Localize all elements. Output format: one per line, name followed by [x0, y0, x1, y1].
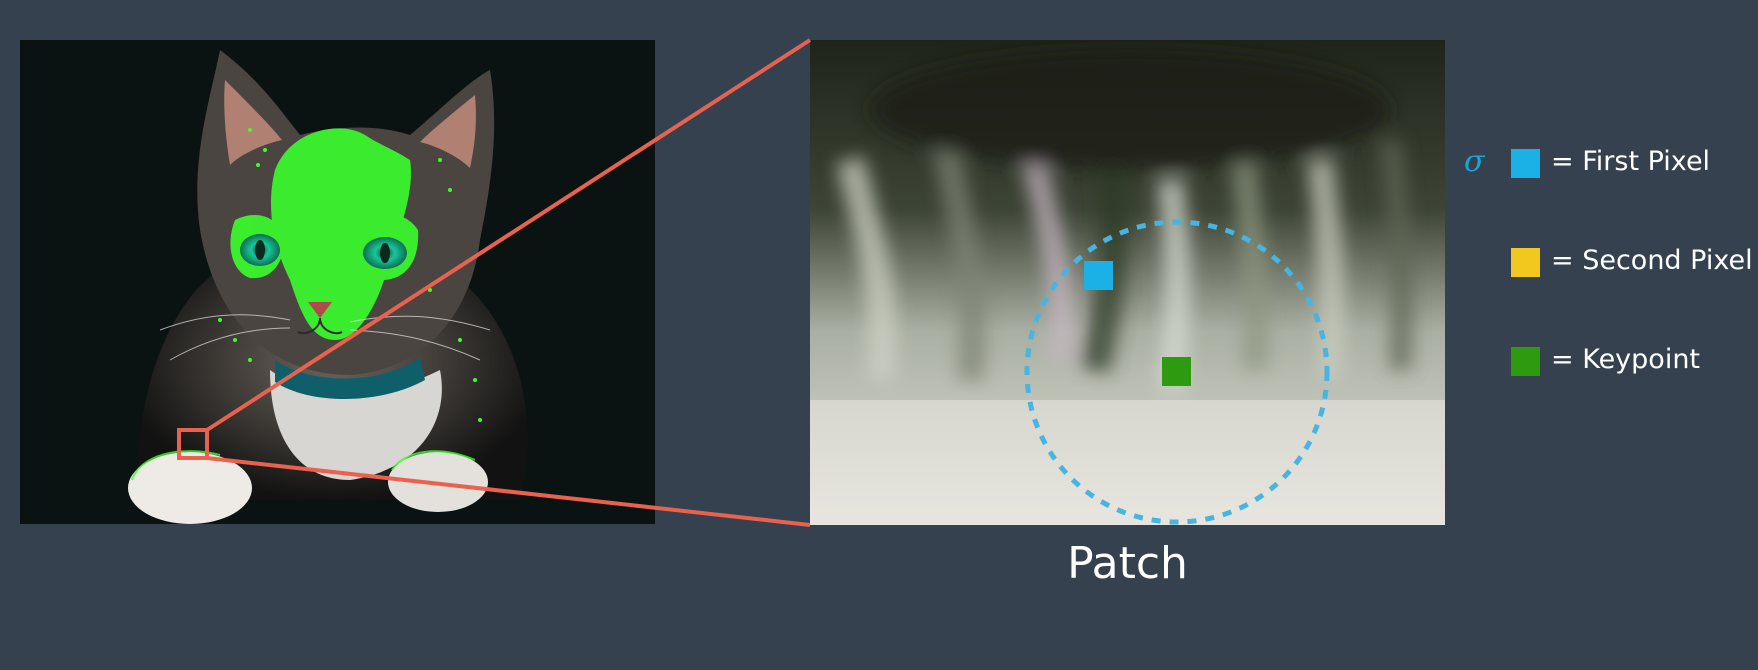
second-pixel-swatch	[1511, 248, 1540, 277]
patch-image	[810, 40, 1445, 525]
keypoint-swatch	[1511, 347, 1540, 376]
first-pixel-swatch	[1511, 149, 1540, 178]
keypoint-label: = Keypoint	[1551, 344, 1701, 375]
patch-caption: Patch	[1067, 538, 1188, 589]
cat-image	[20, 40, 655, 524]
second-pixel-label: = Second Pixel	[1551, 245, 1753, 276]
first-pixel-label: = First Pixel	[1551, 146, 1711, 177]
sigma-symbol: σ	[1464, 144, 1485, 179]
